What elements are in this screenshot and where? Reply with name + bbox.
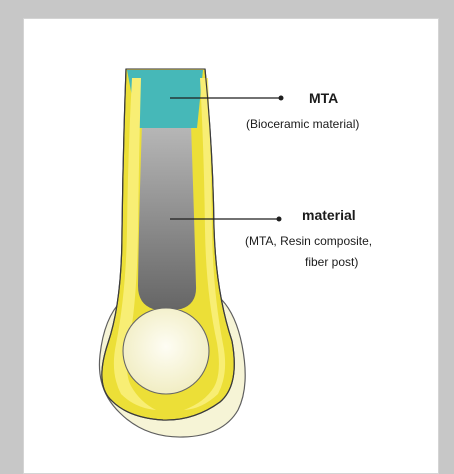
material-label-title: material <box>302 207 356 223</box>
mta-leader-dot <box>279 96 284 101</box>
material-label-line2: fiber post) <box>305 255 358 269</box>
filler-material <box>138 124 196 309</box>
material-label-line1: (MTA, Resin composite, <box>245 234 372 248</box>
material-leader-dot <box>277 217 282 222</box>
apex-bulb <box>123 308 209 394</box>
mta-label-title: MTA <box>309 90 338 106</box>
mta-label-subtitle: (Bioceramic material) <box>246 117 359 131</box>
